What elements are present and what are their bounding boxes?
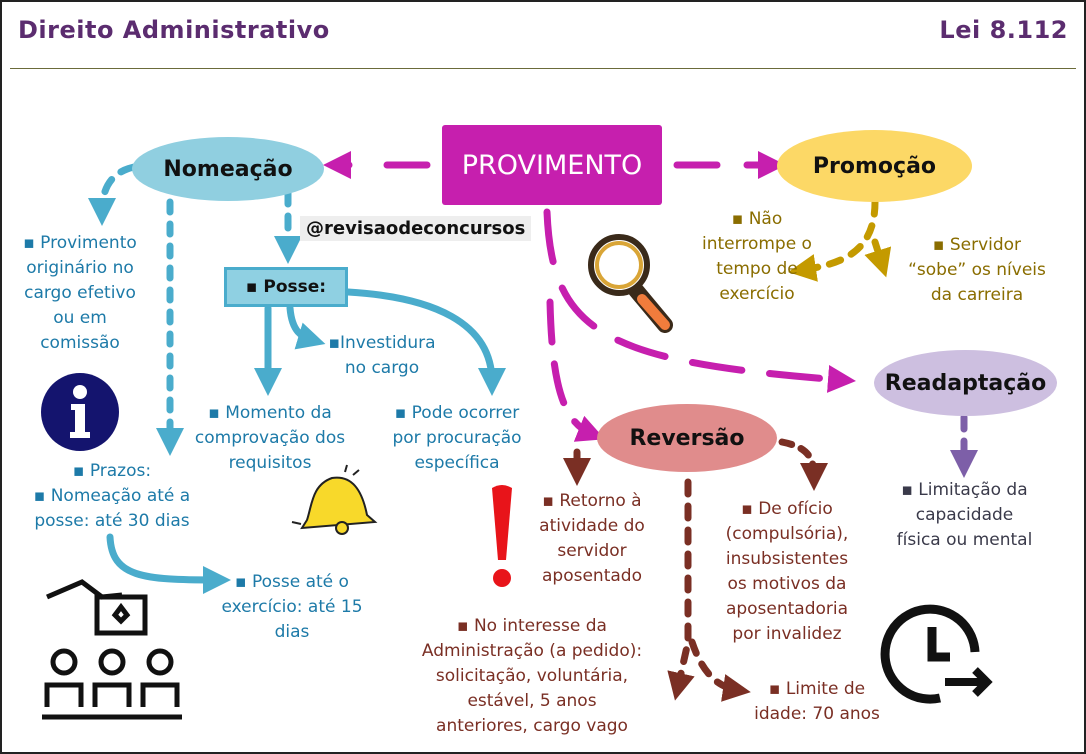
author-handle: @revisaodeconcursos	[300, 216, 532, 241]
line: solicitação, voluntária,	[435, 666, 629, 686]
line: ▪ Prazos:	[72, 461, 152, 481]
node-reversao: Reversão	[597, 404, 777, 472]
node-nomeacao: Nomeação	[132, 137, 324, 201]
line: aposentadoria	[725, 599, 849, 619]
voting-icon	[42, 579, 182, 720]
line: ▪ Posse até o	[235, 572, 349, 592]
note-retorno: ▪ Retorno à atividade do servidor aposentad…	[522, 489, 662, 589]
line: Administração (a pedido):	[421, 641, 643, 661]
line: ▪ De ofício	[741, 499, 833, 519]
page-title: Direito Administrativo	[18, 16, 330, 44]
arrow-posse-investidura	[286, 304, 326, 350]
note-posse-exercicio: ▪ Posse até o exercício: até 15 dias	[207, 570, 377, 645]
note-momento: ▪ Momento da comprovação dos requisitos	[180, 401, 360, 476]
exclamation-icon	[492, 485, 512, 587]
line: os motivos da	[727, 574, 847, 594]
line: servidor	[557, 541, 627, 561]
arrow-posse-procuracao	[344, 288, 506, 396]
arrow-nomeacao-left	[88, 163, 138, 226]
arrow-reversao-oficio	[778, 438, 828, 491]
note-procuracao: ▪ Pode ocorrer por procuração específica	[372, 401, 542, 476]
note-investidura: ▪Investidura no cargo	[312, 331, 452, 381]
line: ▪Investidura	[328, 333, 436, 353]
line: no cargo	[344, 358, 420, 378]
line: tempo de	[716, 259, 798, 279]
line: ▪ Limite de	[768, 679, 866, 699]
line: por procuração	[392, 428, 522, 448]
info-icon	[41, 373, 119, 451]
law-label: Lei 8.112	[939, 16, 1068, 44]
arrow-prazos-posse	[106, 533, 231, 594]
line: ▪ Pode ocorrer	[394, 403, 520, 423]
arrow-to-readaptacao	[543, 208, 856, 393]
line: anteriores, cargo vago	[436, 716, 628, 736]
line: ou em	[53, 308, 107, 328]
line: requisitos	[228, 453, 312, 473]
note-provimento-originario: ▪ Provimento originário no cargo efetivo ou…	[10, 231, 150, 356]
note-nao-interrompe: ▪ Não interrompe o tempo de exercício	[692, 207, 822, 307]
arrow-to-reversao	[546, 298, 605, 442]
line: insubsistentes	[725, 549, 849, 569]
arrow-reversao-limite	[688, 638, 751, 702]
line: por invalidez	[732, 624, 842, 644]
line: capacidade	[915, 505, 1014, 525]
note-servidor-sobe: ▪ Servidor “sobe” os níveis da carreira	[897, 233, 1057, 308]
line: comprovação dos	[194, 428, 346, 448]
note-limite-idade: ▪ Limite de idade: 70 anos	[742, 677, 892, 727]
line: exercício: até 15	[221, 597, 363, 617]
line: aposentado	[542, 566, 642, 586]
central-node-provimento: PROVIMENTO	[442, 125, 662, 205]
arrow-promocao-right	[864, 238, 892, 278]
line: comissão	[40, 333, 120, 353]
node-promocao: Promoção	[777, 130, 972, 202]
line: ▪ Retorno à	[542, 491, 642, 511]
line: ▪ Momento da	[208, 403, 332, 423]
arrow-promocao-left	[788, 198, 879, 282]
note-prazos: ▪ Prazos: ▪ Nomeação até a posse: até 30 d…	[7, 459, 217, 534]
line: idade: 70 anos	[754, 704, 880, 724]
line: ▪ Nomeação até a	[33, 486, 191, 506]
line: originário no	[26, 258, 134, 278]
note-de-oficio: ▪ De ofício (compulsória), insubsistentes o…	[707, 497, 867, 647]
line: posse: até 30 dias	[34, 511, 190, 531]
line: ▪ Servidor	[932, 235, 1022, 255]
line: (compulsória),	[725, 524, 849, 544]
node-readaptacao: Readaptação	[874, 350, 1057, 416]
clock-icon	[880, 604, 993, 704]
note-limitacao: ▪ Limitação da capacidade física ou mental	[882, 478, 1047, 553]
line: da carreira	[930, 285, 1024, 305]
line: interrompe o	[702, 234, 812, 254]
line: atividade do	[539, 516, 645, 536]
bell-icon	[291, 464, 378, 535]
line: cargo efetivo	[24, 283, 136, 303]
line: dias	[274, 622, 310, 642]
line: física ou mental	[896, 530, 1033, 550]
node-posse: ▪ Posse:	[224, 267, 348, 307]
line: “sobe” os níveis	[908, 260, 1046, 280]
line: ▪ Limitação da	[901, 480, 1028, 500]
line: ▪ Não	[731, 209, 783, 229]
line: específica	[414, 453, 500, 473]
header-divider	[10, 68, 1076, 69]
line: estável, 5 anos	[467, 691, 597, 711]
line: exercício	[719, 284, 795, 304]
line: ▪ Provimento	[23, 233, 137, 253]
magnifier-icon	[588, 234, 673, 333]
arrow-reversao-interesse	[667, 478, 695, 701]
note-no-interesse: ▪ No interesse da Administração (a pedido…	[397, 614, 667, 739]
line: ▪ No interesse da	[457, 616, 607, 636]
